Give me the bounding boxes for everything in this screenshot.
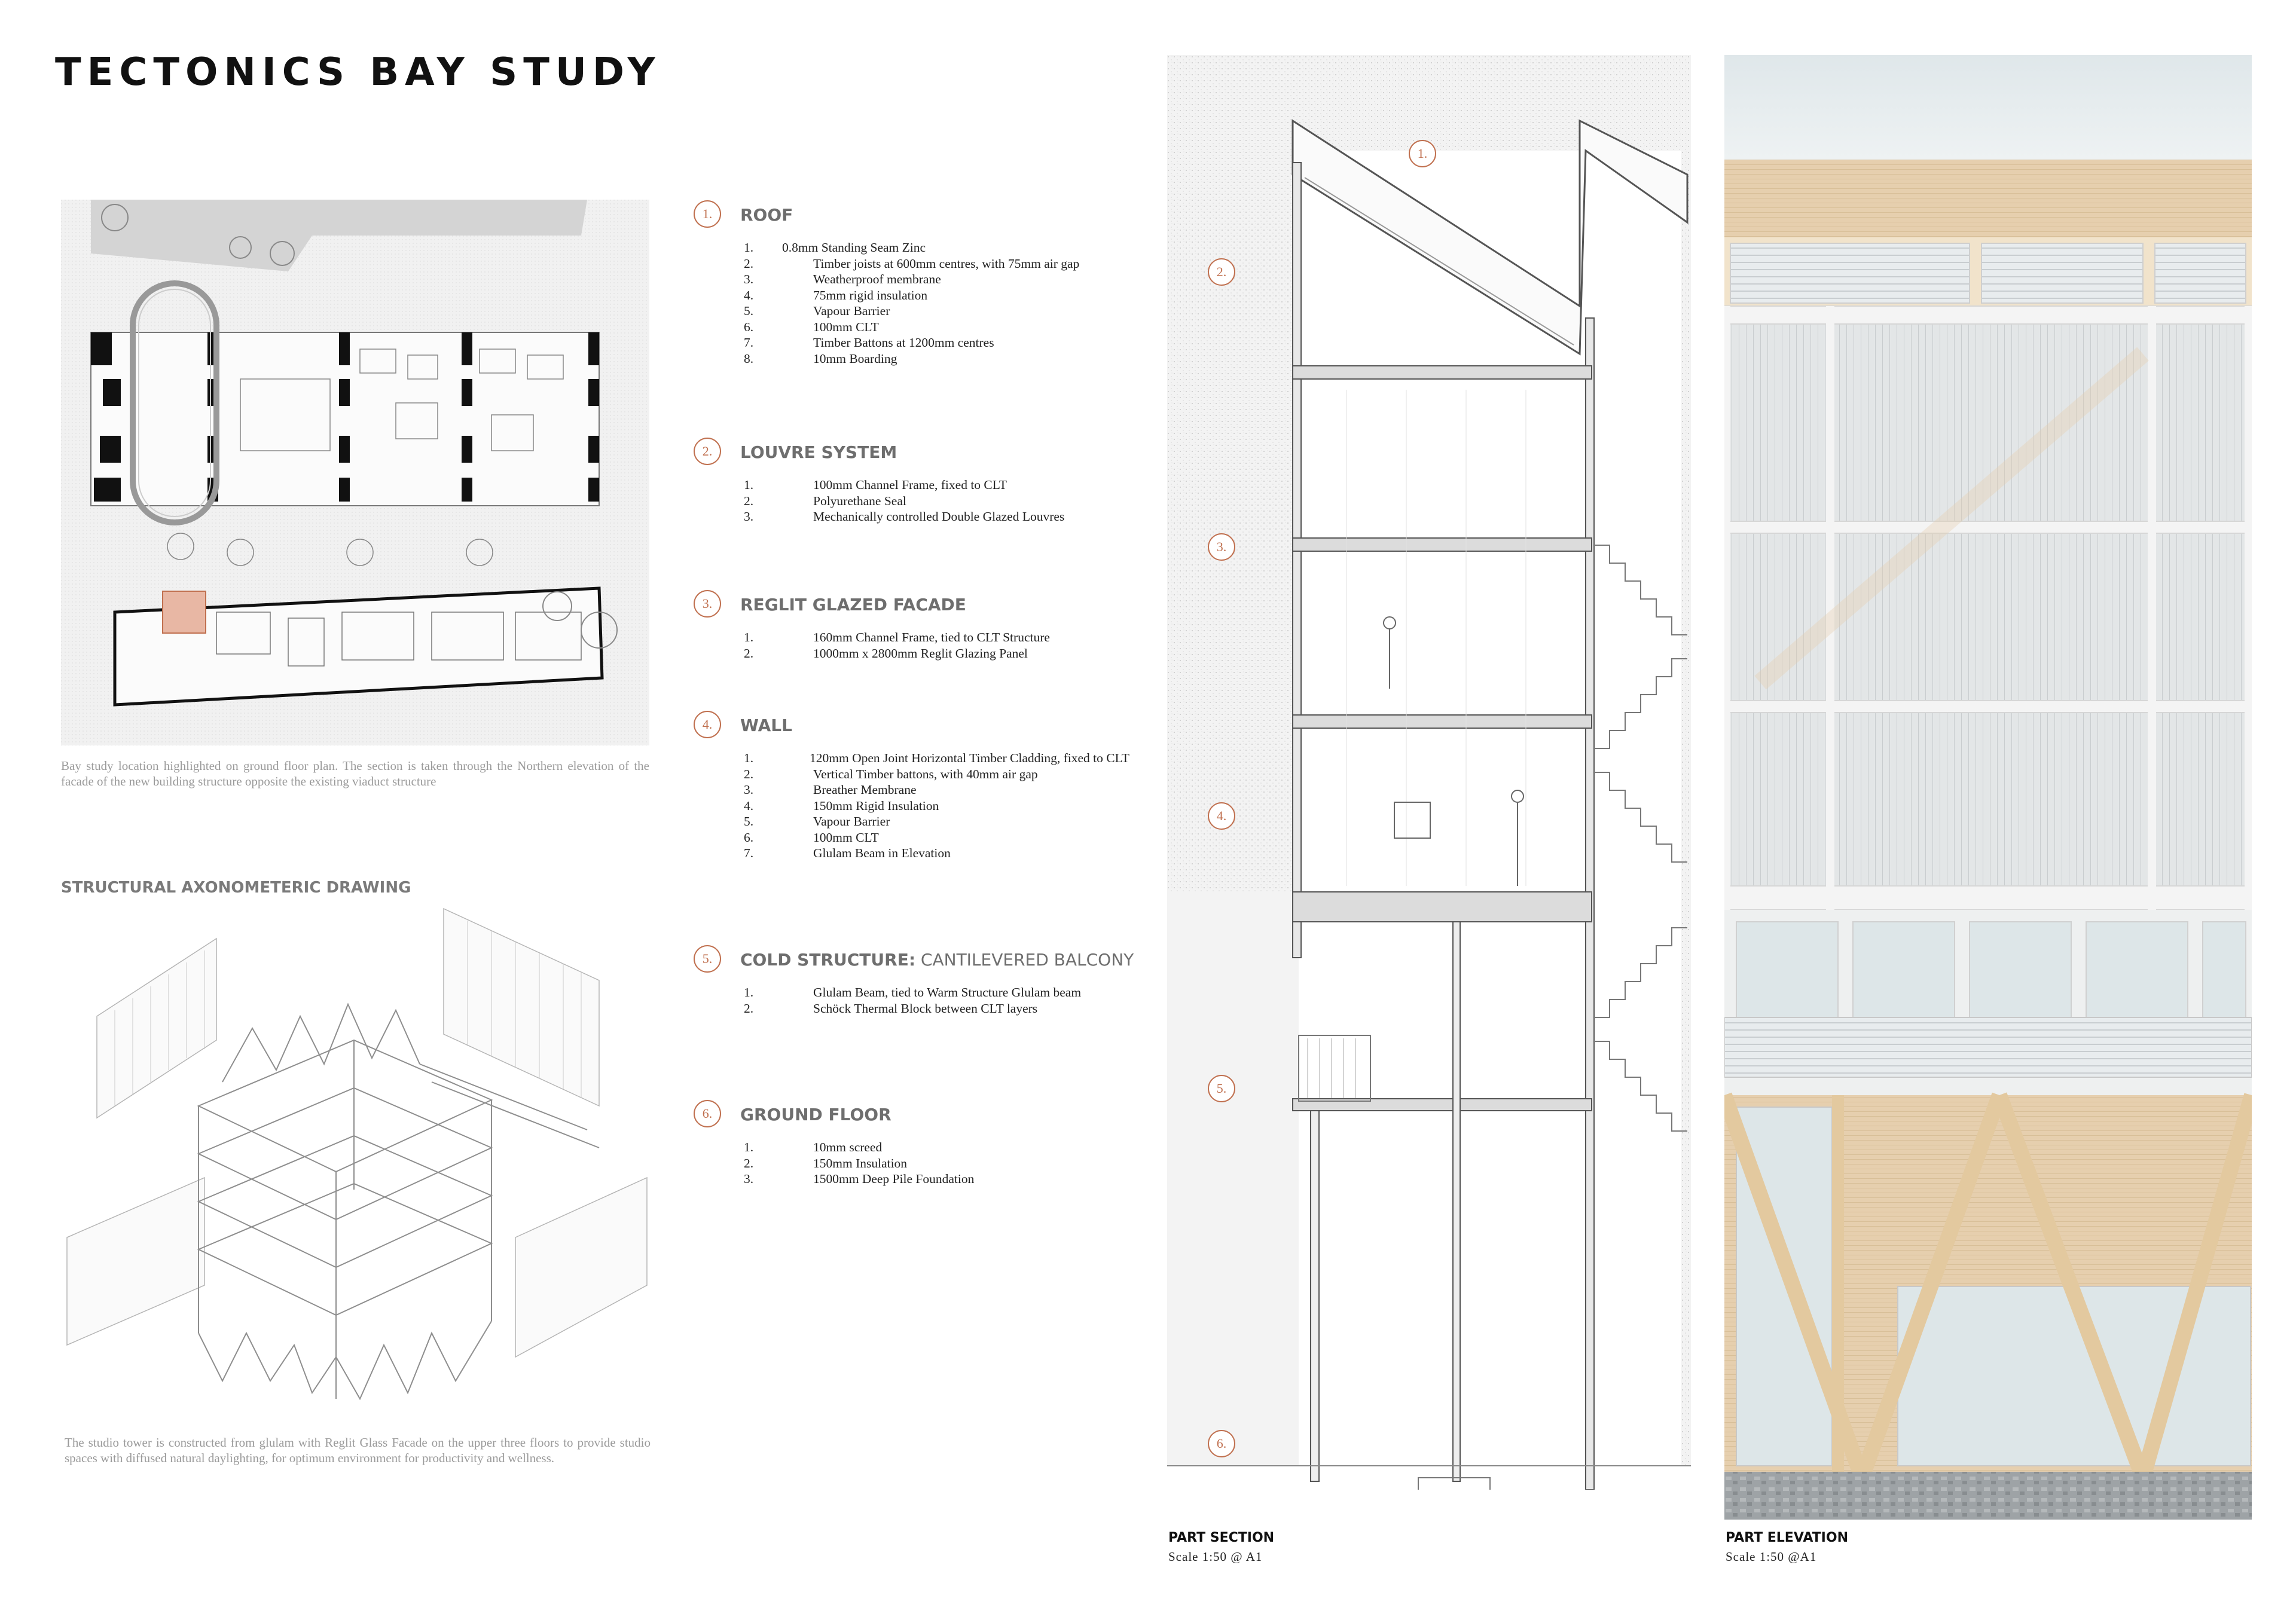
section-marker: 1. — [1409, 140, 1436, 167]
spec-heading: GROUND FLOOR — [740, 1105, 891, 1124]
spec-item: 5.Vapour Barrier — [744, 304, 890, 318]
spec-item: 2.150mm Insulation — [744, 1156, 908, 1170]
structural-axonometric — [61, 903, 653, 1429]
spec-item: 2.Polyurethane Seal — [744, 493, 906, 508]
axo-drawing — [66, 907, 648, 1401]
spec-item: 3.Weatherproof membrane — [744, 272, 941, 286]
spec-heading: WALL — [740, 716, 792, 735]
spec-list: 1.Glulam Beam, tied to Warm Structure Gl… — [744, 985, 1138, 1016]
section-marker: 5. — [1208, 1075, 1235, 1102]
spec-item: 1.160mm Channel Frame, tied to CLT Struc… — [744, 630, 1050, 644]
spec-item: 1.Glulam Beam, tied to Warm Structure Gl… — [744, 985, 1082, 1000]
spec-list: 1.0.8mm Standing Seam Zinc 2.Timber jois… — [744, 240, 1138, 366]
spec-item: 5.Vapour Barrier — [744, 814, 890, 829]
spec-heading: ROOF — [740, 205, 793, 225]
spec-item: 3.1500mm Deep Pile Foundation — [744, 1172, 975, 1186]
spec-item: 7.Timber Battons at 1200mm centres — [744, 335, 994, 350]
spec-item: 3.Mechanically controlled Double Glazed … — [744, 509, 1065, 524]
plan-caption: Bay study location highlighted on ground… — [61, 759, 649, 788]
spec-number-badge: 4. — [694, 711, 721, 738]
elevation-label: PART ELEVATION — [1726, 1530, 1848, 1545]
ground-floor-plan — [61, 200, 649, 745]
section-marker: 6. — [1208, 1430, 1235, 1457]
spec-list: 1.100mm Channel Frame, fixed to CLT 2.Po… — [744, 477, 1138, 525]
spec-number-badge: 2. — [694, 438, 721, 465]
spec-item: 1.100mm Channel Frame, fixed to CLT — [744, 478, 1007, 492]
spec-number-badge: 3. — [694, 590, 721, 618]
spec-item: 2.1000mm x 2800mm Reglit Glazing Panel — [744, 646, 1028, 661]
section-marker: 2. — [1208, 258, 1235, 286]
spec-list: 1.10mm screed 2.150mm Insulation 3.1500m… — [744, 1139, 1138, 1187]
section-marker: 3. — [1208, 533, 1235, 561]
spec-item: 6.100mm CLT — [744, 319, 879, 334]
plan-drawing — [61, 200, 649, 745]
spec-heading: COLD STRUCTURE: CANTILEVERED BALCONY — [740, 950, 1134, 970]
spec-number-badge: 1. — [694, 200, 721, 228]
spec-item: 7.Glulam Beam in Elevation — [744, 846, 951, 860]
elevation-scale: Scale 1:50 @A1 — [1726, 1549, 1817, 1564]
spec-item: 4.150mm Rigid Insulation — [744, 798, 939, 813]
spec-item: 2.Vertical Timber battons, with 40mm air… — [744, 766, 1038, 781]
spec-item: 2.Timber joists at 600mm centres, with 7… — [744, 256, 1080, 271]
axo-caption: The studio tower is constructed from glu… — [65, 1435, 651, 1465]
section-label: PART SECTION — [1168, 1530, 1275, 1545]
page-title: TECTONICS BAY STUDY — [55, 50, 661, 94]
spec-list: 1.160mm Channel Frame, tied to CLT Struc… — [744, 629, 1138, 661]
spec-item: 1.10mm screed — [744, 1140, 883, 1154]
spec-item: 1.0.8mm Standing Seam Zinc — [744, 240, 926, 255]
section-scale: Scale 1:50 @ A1 — [1168, 1549, 1263, 1564]
bay-highlight — [162, 591, 206, 634]
spec-item: 3.Breather Membrane — [744, 783, 917, 797]
spec-item: 4.75mm rigid insulation — [744, 288, 928, 302]
spec-list: 1.120mm Open Joint Horizontal Timber Cla… — [740, 750, 1138, 861]
part-elevation — [1724, 55, 2252, 1520]
elevation-drawing — [1724, 55, 2252, 1520]
spec-item: 6.100mm CLT — [744, 830, 879, 845]
spec-item: 2.Schöck Thermal Block between CLT layer… — [744, 1001, 1038, 1016]
section-drawing — [1167, 55, 1691, 1502]
section-marker: 4. — [1208, 802, 1235, 830]
axo-heading: STRUCTURAL AXONOMETERIC DRAWING — [61, 879, 411, 897]
spec-number-badge: 5. — [694, 945, 721, 973]
spec-item: 8.10mm Boarding — [744, 351, 897, 366]
spec-heading: LOUVRE SYSTEM — [740, 442, 897, 462]
spec-heading: REGLIT GLAZED FACADE — [740, 595, 966, 615]
part-section: 1. 2. 3. 4. 5. 6. — [1167, 55, 1691, 1502]
spec-number-badge: 6. — [694, 1100, 721, 1127]
spec-item: 1.120mm Open Joint Horizontal Timber Cla… — [744, 751, 1129, 765]
